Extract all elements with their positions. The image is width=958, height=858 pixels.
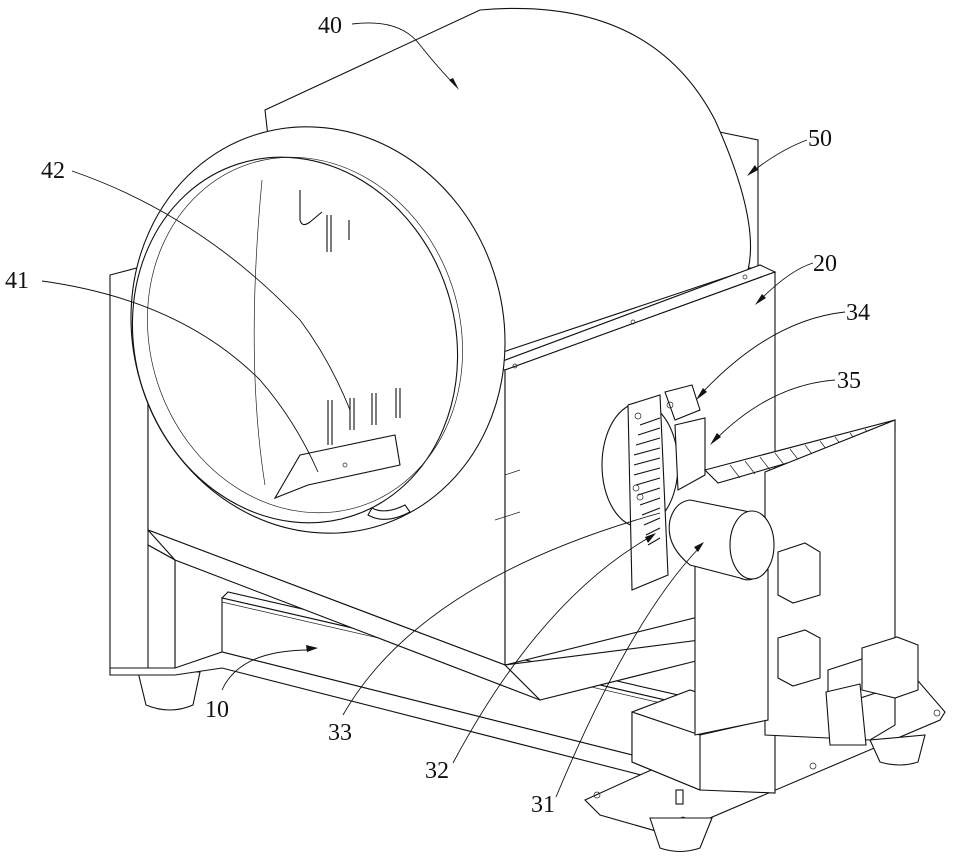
leader-31 [555, 546, 701, 798]
arrow-32 [645, 533, 656, 543]
gear-assembly [601, 384, 896, 741]
stirring-plate [273, 434, 401, 500]
motor [668, 499, 775, 581]
motor-endcap [729, 510, 775, 580]
relay-4 [861, 636, 919, 699]
label-40: 40 [318, 13, 342, 39]
arrow-31 [694, 542, 704, 552]
arrow-34 [696, 388, 707, 400]
label-33: 33 [328, 720, 352, 746]
label-35: 35 [837, 368, 861, 394]
rear-right-foot [869, 734, 926, 766]
front-right-foot [649, 817, 713, 853]
motor-base-front [631, 711, 701, 791]
label-42: 42 [41, 158, 65, 184]
left-foot [137, 671, 201, 711]
gear-mount-plate [627, 394, 669, 591]
label-41: 41 [5, 268, 29, 294]
label-32: 32 [425, 758, 449, 784]
arrow-40 [449, 78, 459, 90]
leader-32 [452, 536, 651, 764]
relay-2 [777, 629, 821, 687]
stirring-blades [299, 190, 401, 445]
drum-front-ring [130, 126, 506, 534]
arrow-50 [747, 165, 758, 176]
leader-42 [71, 170, 351, 411]
leader-35 [714, 379, 836, 441]
leader-50 [751, 139, 808, 173]
arrow-10 [306, 645, 318, 652]
arrow-35 [710, 433, 721, 445]
label-10: 10 [205, 697, 229, 723]
limit-switch [664, 384, 701, 421]
label-20: 20 [813, 251, 837, 277]
leader-34 [699, 311, 846, 396]
leader-10 [221, 649, 311, 691]
leader-33 [342, 512, 661, 716]
relay-1 [777, 542, 821, 604]
ring-latch [367, 504, 411, 520]
switch-bracket [674, 417, 706, 491]
label-31: 31 [531, 792, 555, 818]
leader-lines [41, 22, 846, 798]
arrow-20 [755, 294, 766, 305]
locating-pin [675, 789, 684, 805]
electronic-components [777, 542, 919, 746]
label-34: 34 [846, 300, 870, 326]
reference-labels: 40 50 42 41 20 34 35 10 33 32 31 [5, 13, 870, 818]
leader-20 [759, 262, 814, 301]
large-gear [633, 417, 661, 546]
leader-41 [41, 280, 319, 473]
left-leg-side [147, 544, 176, 669]
capacitor [825, 683, 867, 746]
leader-40 [351, 22, 456, 86]
label-50: 50 [808, 126, 832, 152]
